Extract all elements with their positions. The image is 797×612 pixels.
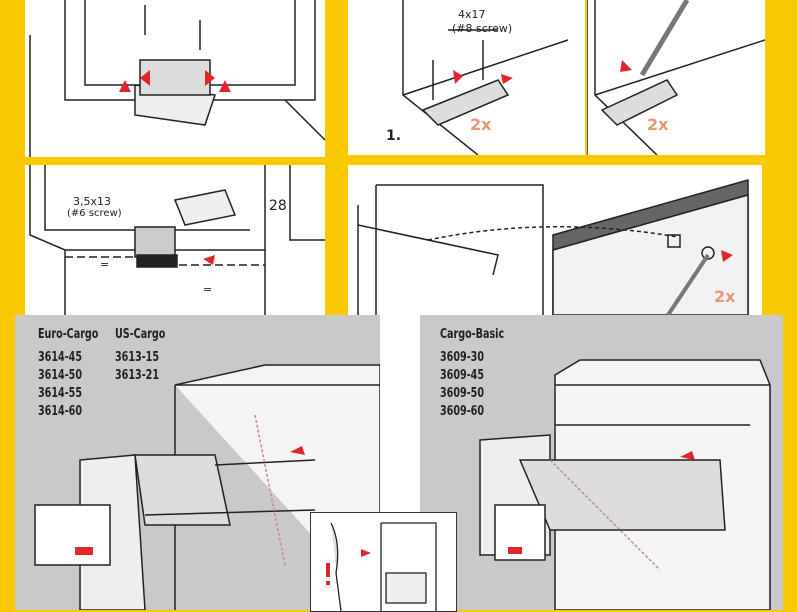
count-label: 2x — [647, 115, 669, 134]
foot-pedal-illustration — [326, 522, 437, 611]
equal-right-label: = — [203, 283, 213, 296]
euro-cargo-title: Euro-Cargo — [38, 327, 99, 342]
screw-note-label: (#8 screw) — [452, 22, 513, 35]
count-label: 2x — [714, 287, 736, 306]
bracket-illustration — [29, 0, 325, 157]
model-number: 3614-55 — [38, 386, 83, 401]
step-number-1: 1. — [386, 128, 402, 144]
model-number: 3613-21 — [115, 368, 160, 383]
inset-foot-operation — [310, 512, 457, 612]
cargo-basic-cabinet-illustration — [479, 359, 771, 610]
rail-illustration — [357, 179, 749, 315]
panel-mount-bracket — [25, 0, 325, 157]
screw-note-label: (#6 screw) — [67, 208, 122, 219]
model-number: 3609-60 — [440, 404, 485, 419]
panel-step-2: 2x 2. — [587, 0, 765, 155]
count-label: 2x — [470, 115, 492, 134]
equal-left-label: = — [100, 258, 110, 271]
cargo-basic-title: Cargo-Basic — [440, 327, 505, 342]
screw-plate-illustration — [402, 0, 569, 155]
screw-size-label: 3,5x13 — [73, 195, 112, 208]
model-number: 3609-30 — [440, 350, 485, 365]
screw-size-label: 4x17 — [458, 8, 486, 21]
panel-step-1: 4x17 (#8 screw) 2x 1. — [348, 0, 585, 155]
panel-rail-mount: 2x — [348, 165, 762, 315]
model-number: 3614-50 — [38, 368, 83, 383]
us-cargo-title: US-Cargo — [115, 327, 166, 342]
model-number: 3609-45 — [440, 368, 485, 383]
model-number: 3614-60 — [38, 404, 83, 419]
front-plate-illustration — [29, 165, 325, 315]
lever-illustration — [587, 0, 765, 155]
model-number: 3614-45 — [38, 350, 83, 365]
model-number: 3613-15 — [115, 350, 160, 365]
dimension-label: 28 — [269, 198, 287, 214]
panel-front-mount: 3,5x13 (#6 screw) 28 = = — [25, 165, 325, 315]
model-number: 3609-50 — [440, 386, 485, 401]
panel-cargo-basic: Cargo-Basic 3609-30 3609-45 3609-50 3609… — [420, 315, 783, 610]
